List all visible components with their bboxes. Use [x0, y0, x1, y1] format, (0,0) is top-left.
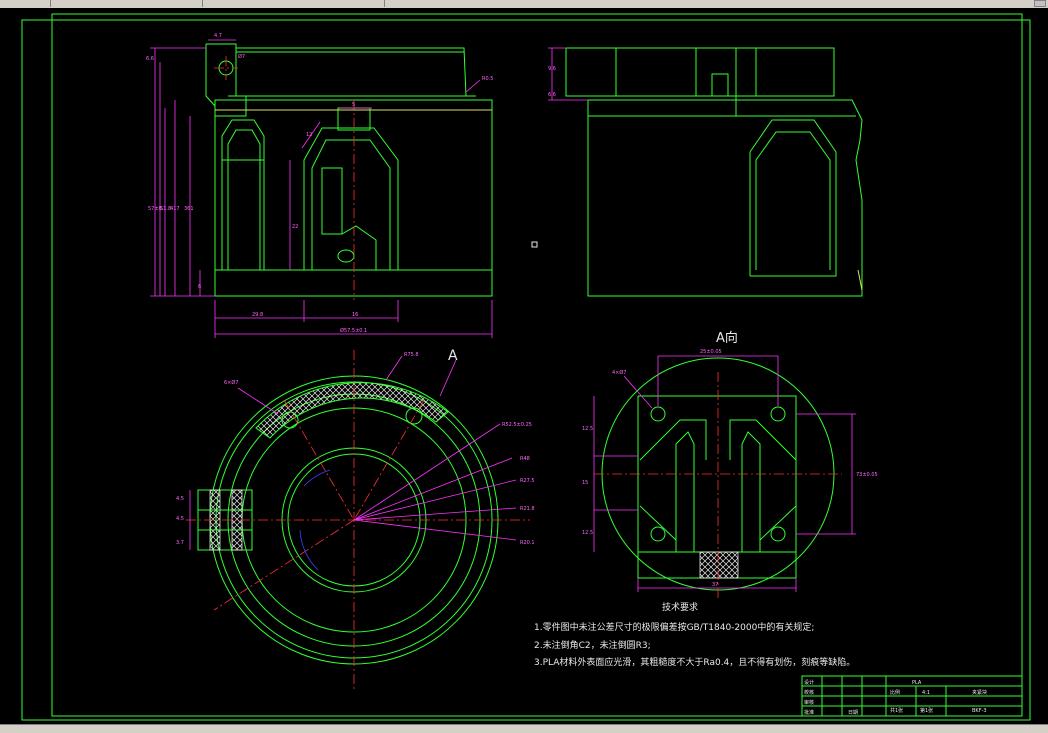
dim-label: 3.7 [176, 540, 184, 546]
title-block: 设计 校核 审核 批准 日期 PLA 比例 4:1 共1张 第1张 夹紧块 BK… [801, 675, 1023, 717]
dim-label: Ø7 [238, 53, 245, 60]
material: PLA [912, 680, 922, 686]
dim-label: 57±0.1 [148, 206, 167, 212]
dim-label: R21.8 [520, 506, 535, 512]
dim-label: 6.6 [146, 56, 154, 62]
dim-label: 4×Ø7 [612, 369, 627, 376]
dim-label: 73±0.05 [856, 472, 878, 478]
part-name: 夹紧块 [972, 689, 987, 696]
dim-label: 9.6 [548, 66, 556, 72]
dim-label: 4.5 [176, 516, 184, 522]
dim-label: 15 [582, 480, 588, 486]
cursor-grip [531, 241, 538, 248]
dim-label: 22 [292, 224, 298, 230]
view-a: A向 25±0.05 [582, 330, 878, 600]
toolbar-segment[interactable] [0, 0, 51, 7]
title-row-label: 设计 [804, 679, 814, 686]
tech-req-item: 3.PLA材料外表面应光滑，其粗糙度不大于Ra0.4，且不得有划伤，刻痕等缺陷。 [534, 656, 855, 668]
dim-label: 361 [184, 206, 194, 212]
dim-label: 4.5 [176, 496, 184, 502]
dim-label: R52.5±0.25 [502, 422, 532, 428]
view-a-label: A向 [716, 330, 738, 346]
dim-label: 6.6 [548, 92, 556, 98]
outer-frame [21, 19, 1031, 721]
inner-frame [51, 13, 1023, 717]
dim-label: 417 [170, 206, 180, 212]
dim-label: Ø57.5±0.1 [340, 327, 367, 334]
side-view: 9.6 6.6 [548, 47, 863, 297]
dim-label: 25±0.05 [700, 349, 722, 355]
dim-label: R27.5 [520, 478, 535, 484]
date-label: 日期 [848, 710, 858, 716]
toolbar-segment[interactable] [204, 0, 385, 7]
dim-label: 5 [352, 102, 355, 108]
dim-label: R20.1 [520, 540, 535, 546]
dim-label: R75.8 [404, 352, 419, 358]
dim-label: 12 [306, 132, 312, 138]
cad-drawing-canvas[interactable]: 4.7 Ø7 6.6 R0.5 5 12 22 361 417 51.8 57±… [0, 8, 1048, 724]
scale-value: 4:1 [922, 690, 930, 696]
dim-label: 51.8 [160, 206, 171, 212]
scale-label: 比例 [890, 689, 900, 696]
tech-req-item: 1.零件图中未注公差尺寸的极限偏差按GB/T1840-2000中的有关规定; [534, 621, 814, 633]
dim-label: 4.7 [214, 33, 222, 39]
toolbar-segment[interactable] [52, 0, 203, 7]
tech-req-title: 技术要求 [662, 601, 698, 613]
tech-req-item: 2.未注倒角C2，未注倒圆R3; [534, 639, 651, 651]
dim-label: 16 [352, 312, 358, 318]
sheets-total: 共1张 [890, 707, 903, 714]
section-a-label: A [448, 348, 458, 364]
title-row-label: 审核 [804, 699, 814, 706]
dim-label: 6 [198, 284, 201, 290]
sheet-number: 第1张 [920, 707, 933, 714]
dim-label: 12.5 [582, 426, 593, 432]
dim-label: R0.5 [482, 76, 493, 82]
dim-label: 37 [712, 582, 718, 588]
title-row-label: 校核 [804, 689, 814, 696]
dim-label: R48 [520, 456, 530, 462]
tech-requirements: 技术要求 1.零件图中未注公差尺寸的极限偏差按GB/T1840-2000中的有关… [534, 601, 855, 668]
dim-label: 6×Ø7 [224, 379, 239, 386]
title-row-label: 批准 [804, 709, 814, 716]
close-button[interactable] [1034, 0, 1046, 7]
front-view: 4.7 Ø7 6.6 R0.5 5 12 22 361 417 51.8 57±… [146, 33, 493, 338]
drawing-number: BKF-3 [972, 708, 987, 714]
status-bar [0, 724, 1048, 733]
drawing-sheet: 4.7 Ø7 6.6 R0.5 5 12 22 361 417 51.8 57±… [21, 13, 1031, 721]
dim-label: 29.8 [252, 312, 263, 318]
dim-label: 12.5 [582, 530, 593, 536]
circular-section-view: R75.8 6×Ø7 R52.5±0.25 R48 R27.5 R21.8 R2… [176, 348, 535, 690]
